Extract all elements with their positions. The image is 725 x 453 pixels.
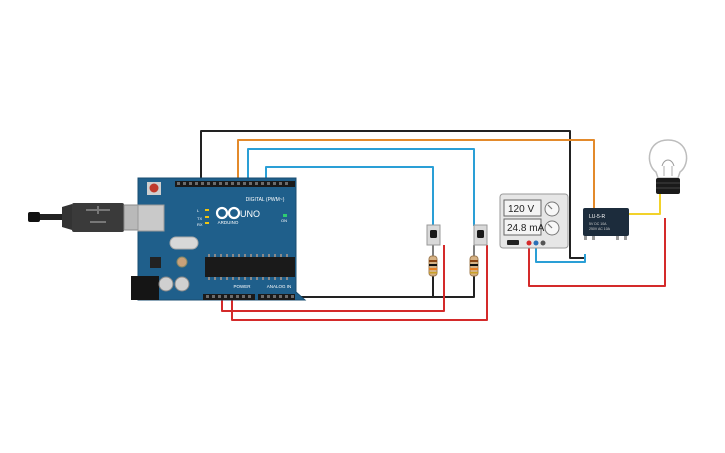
power-led	[283, 214, 287, 217]
crystal-oscillator	[169, 236, 199, 250]
relay-pins	[584, 236, 627, 240]
wire-red-5v-2[interactable]	[231, 245, 488, 321]
brand-label: ARDUINO	[218, 220, 239, 225]
digital-header-pins	[177, 182, 288, 185]
resistor-2-band-4	[470, 272, 478, 274]
voltage-knob-indicator	[547, 204, 553, 210]
resistor-1-band-4	[429, 272, 437, 274]
power-header	[203, 294, 255, 300]
atmega-chip	[205, 257, 295, 277]
analog-label: ANALOG IN	[267, 284, 292, 289]
light-bulb[interactable]	[648, 139, 688, 194]
barrel-jack	[131, 276, 159, 300]
rx-led	[205, 222, 209, 224]
ground-terminal[interactable]	[540, 240, 546, 246]
voltage-display-text: 120 V	[508, 204, 534, 215]
resistor-2-band-1	[470, 260, 478, 262]
fuse	[176, 256, 188, 268]
resistor-1[interactable]	[428, 255, 438, 277]
capacitor-1	[158, 276, 174, 292]
positive-terminal[interactable]	[526, 240, 532, 246]
relay-label: LU-5-R	[589, 214, 606, 220]
reset-button[interactable]	[149, 183, 159, 193]
push-button-2[interactable]	[473, 224, 488, 246]
on-label: ON	[281, 218, 287, 223]
wire-blue-button-2[interactable]	[247, 148, 475, 226]
model-label: UNO	[240, 209, 260, 219]
analog-header	[258, 294, 295, 300]
l-led-label: L	[197, 208, 200, 213]
resistor-1-band-1	[429, 260, 437, 262]
dc-power-supply[interactable]: 120 V 24.8 mA	[499, 193, 569, 249]
bulb-socket	[656, 178, 680, 194]
wire-red-psu-lamp[interactable]	[528, 218, 666, 287]
voltage-regulator	[150, 257, 161, 268]
resistor-2-band-3	[470, 268, 478, 270]
arduino-uno-board[interactable]: DIGITAL (PWM~) TX RX L ON UNO ARDUINO	[131, 177, 307, 301]
usb-strain-relief	[62, 204, 72, 230]
relay-body	[583, 208, 629, 236]
current-display-text: 24.8 mA	[507, 223, 545, 234]
tx-label: TX	[197, 216, 202, 221]
resistor-2-band-2	[470, 264, 478, 266]
usb-cable-wire	[40, 214, 62, 220]
current-display	[503, 218, 542, 236]
rx-label: RX	[197, 222, 203, 227]
relay-module[interactable]: LU-5-R 5V DC 10A 250V AC 10A	[583, 208, 629, 240]
negative-terminal[interactable]	[533, 240, 539, 246]
arduino-infinity-logo-icon	[215, 206, 241, 220]
resistor-2[interactable]	[469, 255, 479, 277]
current-knob-indicator	[547, 223, 553, 229]
wire-orange[interactable]	[237, 139, 595, 226]
capacitor-2	[174, 276, 190, 292]
usb-jack	[137, 204, 165, 232]
push-button-2-cap[interactable]	[477, 230, 484, 238]
relay-spec-line-1: 5V DC 10A	[589, 222, 607, 226]
atmega-chip-pins	[208, 254, 288, 280]
digital-label: DIGITAL (PWM~)	[246, 197, 285, 203]
wire-black-top[interactable]	[200, 130, 584, 259]
resistor-1-band-2	[429, 264, 437, 266]
usb-logo-icon	[86, 206, 110, 223]
relay-spec-line-2: 250V AC 10A	[589, 227, 611, 231]
bottom-header-pins	[206, 295, 294, 298]
usb-cable-end	[28, 212, 40, 222]
wire-blue-psu-relay[interactable]	[535, 244, 586, 263]
wire-yellow-relay-lamp[interactable]	[628, 190, 661, 215]
power-switch[interactable]	[507, 240, 519, 245]
digital-header	[175, 181, 295, 187]
power-label: POWER	[233, 284, 251, 289]
wire-red-5v-1[interactable]	[221, 245, 445, 312]
bulb-filament	[661, 159, 675, 167]
resistor-1-band-3	[429, 268, 437, 270]
wires	[200, 130, 666, 321]
voltage-display	[503, 199, 542, 217]
push-button-1[interactable]	[426, 224, 441, 246]
usb-plug-body	[72, 203, 124, 232]
wire-blue-button-1[interactable]	[265, 166, 434, 226]
bulb-glass	[648, 139, 688, 179]
tx-led	[205, 216, 209, 218]
l-led	[205, 209, 209, 211]
push-button-1-cap[interactable]	[430, 230, 437, 238]
